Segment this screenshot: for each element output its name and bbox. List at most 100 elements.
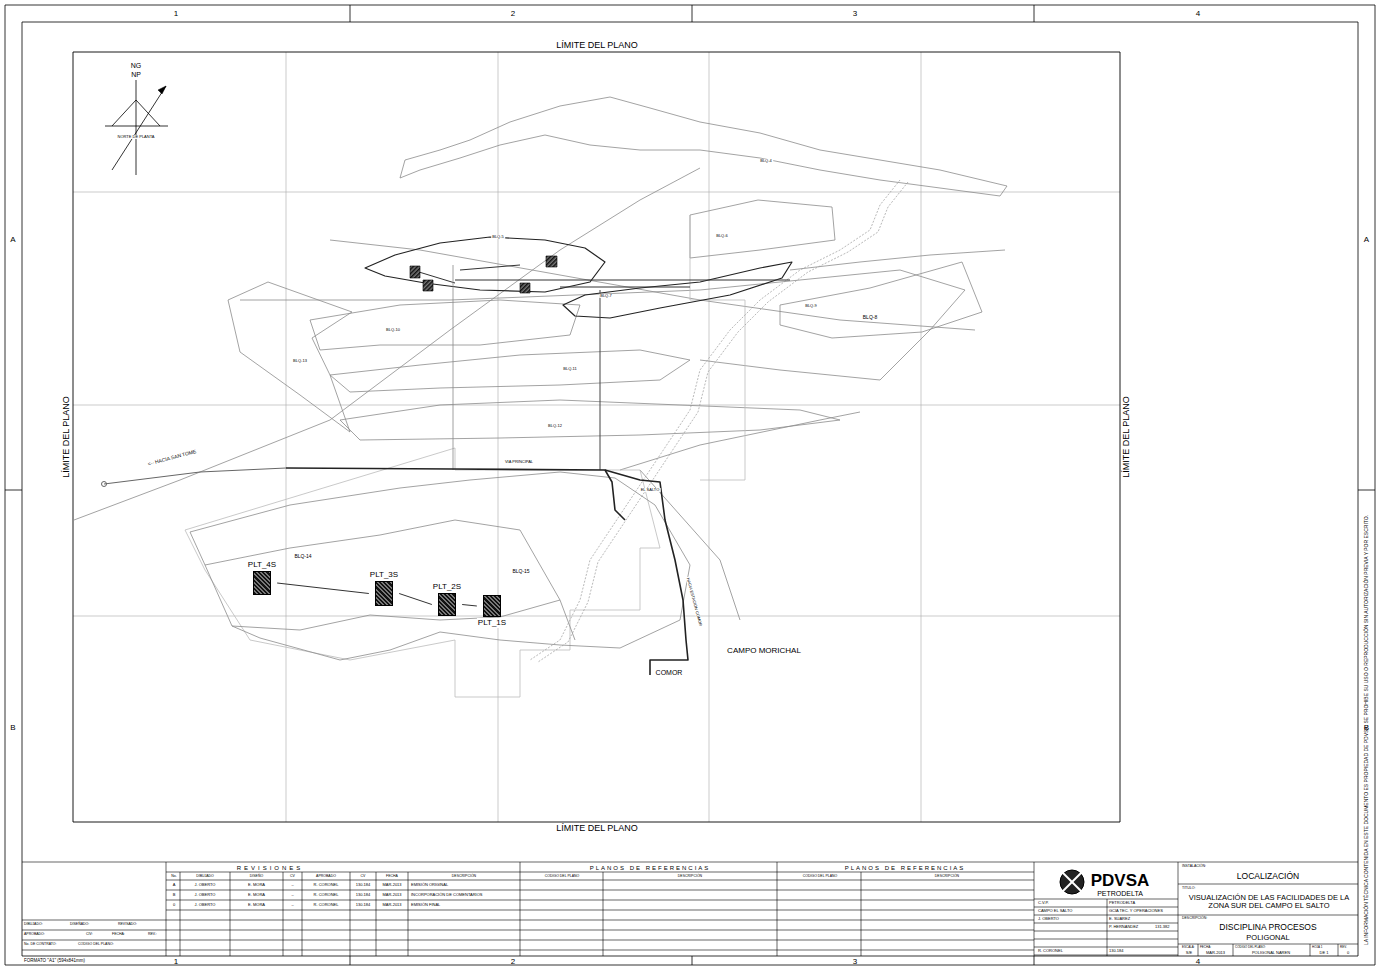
grid-reference: 3 [853, 957, 857, 965]
title-block-line [1338, 944, 1339, 956]
table-cell: J. OBERTO [195, 903, 216, 907]
table-cell: EMISIÓN ORIGINAL [411, 883, 448, 887]
pipeline [455, 280, 790, 281]
table-cell: MAR-2013 [382, 893, 401, 897]
title-block-line [166, 940, 520, 941]
road-label: HACIA ESTACIÓN COMOR [685, 576, 702, 627]
title-block-line [1034, 955, 1178, 956]
block-outline [790, 250, 1005, 270]
road-label: EL SALTO [640, 488, 661, 492]
title-block-cell: GCIA TEC. Y OPERACIONES [1109, 909, 1163, 913]
table-cell: – [291, 903, 293, 907]
title-block-line [1034, 915, 1178, 916]
table-cell: E. MORA [248, 883, 265, 887]
signature-field: CODIGO DEL PLANO: [78, 943, 114, 947]
logo-mark [1063, 873, 1081, 891]
title-block-line [520, 880, 777, 881]
title-block-line [1034, 862, 1035, 956]
grid-reference: 2 [511, 957, 515, 965]
site-link [462, 605, 477, 607]
block-label: BLQ-8 [862, 315, 878, 320]
title-block-field: TITULO: [1182, 887, 1195, 891]
title-block-cell: PETRODELTA [1109, 901, 1135, 905]
road-end [102, 482, 107, 487]
north-label: NORTE DE PLANTA [117, 135, 156, 139]
pipeline [560, 287, 690, 288]
area-label: CAMPO MORICHAL [726, 647, 802, 655]
title-block-line [777, 940, 1034, 941]
block-outline [330, 240, 975, 330]
table-cell: 130.184 [356, 893, 370, 897]
north-arrow [136, 80, 137, 175]
grid-line [73, 405, 1120, 406]
block-outline [330, 350, 690, 392]
title-block-line [777, 880, 1034, 881]
title-block-line [1034, 947, 1178, 948]
table-cell: B [173, 893, 176, 897]
title-block-line [302, 872, 303, 956]
company-logo: PETRODELTA [1097, 890, 1143, 897]
grid-reference: A [1364, 236, 1369, 244]
title-block-cell: CODIGO DEL PLANO: [1235, 946, 1266, 949]
title-block-cell: E. SUAREZ [1109, 917, 1130, 921]
title-block-line [166, 900, 520, 901]
block-label: BLQ-13 [292, 359, 308, 363]
block-outline [228, 282, 352, 432]
title-block-field: DISCIPLINA PROCESOS [1219, 923, 1316, 932]
title-block-line [777, 930, 1034, 931]
grid-line [73, 616, 1120, 617]
signature-field: REVISADO: [118, 923, 137, 927]
title-block-line [1107, 899, 1108, 956]
title-block-line [1034, 923, 1178, 924]
signature-field: DIBUJADO: [24, 923, 43, 927]
sheet-frame [1358, 490, 1375, 491]
road [605, 470, 688, 675]
table-cell: E. MORA [248, 903, 265, 907]
table-cell: R. CORONEL [314, 903, 339, 907]
table-heading: PLANOS DE REFERENCIAS [845, 864, 966, 870]
grid-reference: 4 [1196, 957, 1200, 965]
title-block-cell: DE 1 [1320, 950, 1329, 954]
block-label: BLQ-12 [547, 424, 563, 428]
title-block-line [520, 950, 777, 951]
logo-mark [1063, 873, 1081, 891]
block-label: BLQ-7 [599, 294, 613, 298]
table-cell: R. CORONEL [314, 893, 339, 897]
block-outline [205, 520, 575, 640]
grid-line [498, 52, 499, 822]
title-block-line [777, 872, 1034, 873]
title-block-cell: REV. [1340, 946, 1347, 949]
grid-line [286, 52, 287, 822]
grid-reference: 1 [174, 957, 178, 965]
signature-field: FECHA: [112, 933, 125, 937]
block-label: BLQ-5 [491, 235, 505, 239]
sheet-frame [350, 5, 351, 22]
title-block-line [1178, 915, 1358, 916]
table-cell: MAR-2013 [382, 903, 401, 907]
title-block-line [166, 880, 520, 881]
signature-field: DISEÑADO: [70, 923, 89, 927]
block-outline [690, 200, 835, 258]
title-block-line [166, 890, 520, 891]
title-block-line [777, 900, 1034, 901]
title-block-line [861, 872, 862, 956]
title-block-line [520, 920, 777, 921]
title-block-line [1178, 884, 1358, 885]
title-block-line [1034, 907, 1178, 908]
title-block-cell: CAMPO EL SALTO [1038, 909, 1072, 913]
hatched-plant-symbol [375, 581, 393, 606]
title-block-line [777, 890, 1034, 891]
title-block-line [777, 910, 1034, 911]
title-block-cell: C.V.P. [1038, 901, 1049, 905]
block-outline [340, 400, 840, 440]
block-outline [310, 300, 580, 350]
table-header: DESCRIPCIÓN [452, 875, 476, 879]
block-label: BLQ-9 [804, 304, 818, 308]
grid-reference: A [10, 236, 15, 244]
table-cell: – [291, 893, 293, 897]
table-header: No. [171, 875, 176, 879]
title-block-line [166, 930, 520, 931]
title-block-line [230, 872, 231, 956]
